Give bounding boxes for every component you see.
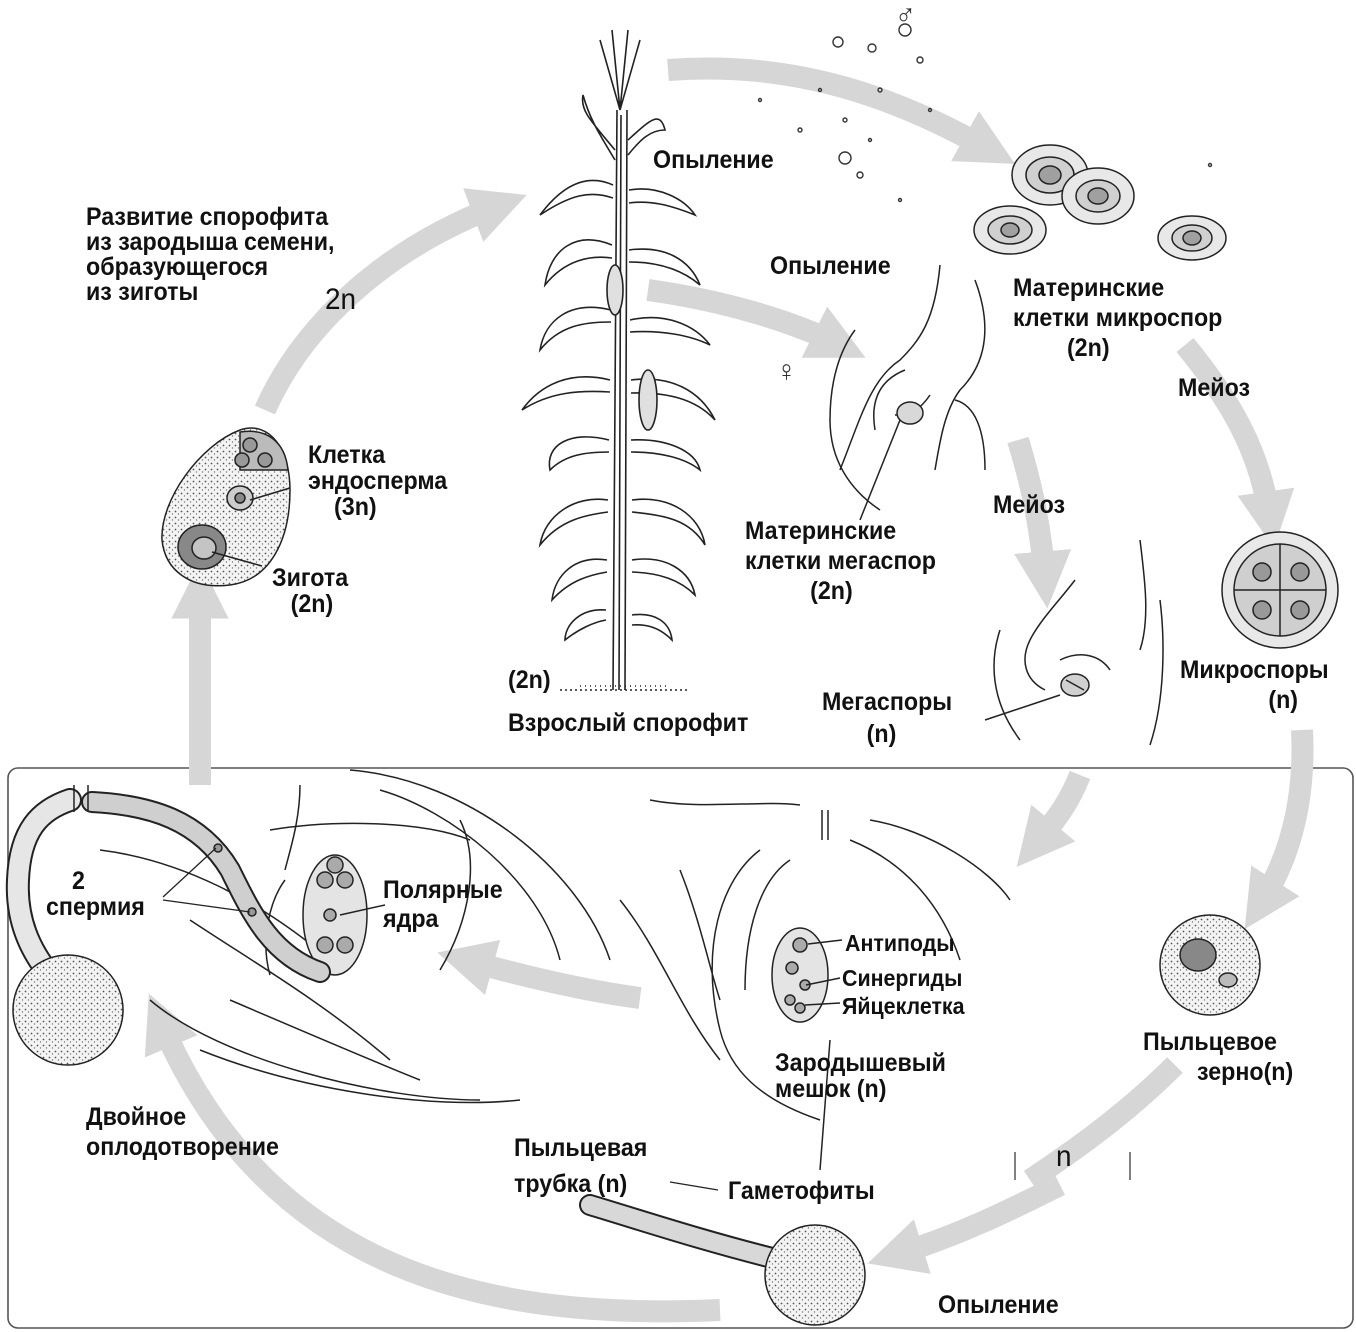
label-zygote: Зигота (2n)	[272, 565, 348, 617]
label-pollination-top: Опыление	[653, 147, 774, 174]
label-megaspores: Мегаспоры (n)	[822, 686, 952, 750]
label-pollination-mid: Опыление	[770, 253, 891, 280]
label-antipodes: Антиподы	[845, 930, 955, 957]
label-gametophytes: Гаметофиты	[728, 1178, 875, 1205]
label-microspores: Микроспоры (n)	[1180, 655, 1329, 715]
label-double-fertilization: Двойное оплодотворение	[86, 1102, 279, 1162]
label-two-sperm: 2 спермия	[46, 868, 145, 920]
label-adult-ploidy: (2n)	[508, 667, 551, 694]
label-embryo-sac: Зародышевый мешок (n)	[775, 1050, 946, 1102]
label-sporophyte-ploidy: 2n	[325, 286, 356, 313]
megaspore-ovule	[985, 540, 1163, 745]
label-meiosis-mid: Мейоз	[993, 492, 1065, 519]
label-endosperm-cell: Клетка эндосперма (3n)	[308, 442, 447, 520]
label-pollen-tube: Пыльцевая трубка (n)	[514, 1130, 647, 1202]
label-haploid-n: n	[1056, 1143, 1072, 1170]
microspore-tetrad-icon	[1222, 532, 1338, 648]
female-symbol-icon: ♀	[776, 358, 797, 385]
label-adult-sporophyte: Взрослый спорофит	[508, 710, 748, 737]
ovule-icon	[830, 265, 985, 520]
male-symbol-icon: ♂	[895, 2, 916, 29]
label-megaspore-mother-cells: Материнские клетки мегаспор (2n)	[745, 516, 936, 606]
label-microspore-mother-cells: Материнские клетки микроспор (2n)	[1013, 273, 1222, 363]
microspore-mother-cells	[974, 145, 1226, 260]
pollen-cloud	[759, 24, 1212, 202]
label-polar-nuclei: Полярные ядра	[383, 876, 503, 934]
label-pollination-bottom: Опыление	[938, 1292, 1059, 1319]
seed-icon	[162, 428, 290, 586]
label-pollen-grain: Пыльцевое зерно(n)	[1143, 1027, 1293, 1087]
corn-plant-icon	[522, 30, 715, 690]
label-synergids: Синергиды	[842, 965, 962, 992]
pollen-grain-icon	[1160, 915, 1260, 1015]
label-sporophyte-development: Развитие спорофита из зародыша семени, о…	[86, 205, 334, 305]
label-meiosis-right: Мейоз	[1178, 375, 1250, 402]
label-egg-cell: Яйцеклетка	[842, 993, 965, 1020]
